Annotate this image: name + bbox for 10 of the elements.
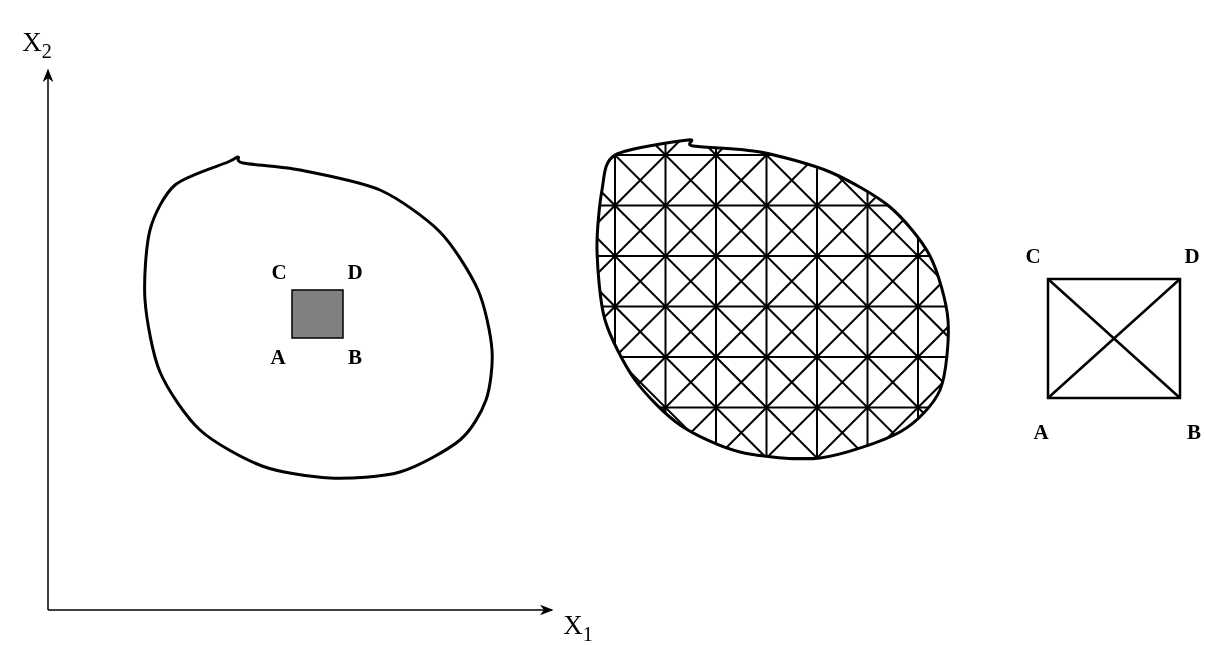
corner-label: C bbox=[271, 261, 287, 283]
corner-label: A bbox=[1033, 421, 1049, 443]
corner-label: D bbox=[347, 261, 363, 283]
axis-label: X$_{1}$ bbox=[563, 612, 593, 644]
corner-label: A bbox=[270, 346, 286, 368]
corner-label: B bbox=[348, 346, 362, 368]
corner-label: C bbox=[1025, 245, 1041, 267]
corner-label: B bbox=[1187, 421, 1201, 443]
corner-label: D bbox=[1184, 245, 1200, 267]
axis-label: X$_{2}$ bbox=[22, 29, 52, 61]
